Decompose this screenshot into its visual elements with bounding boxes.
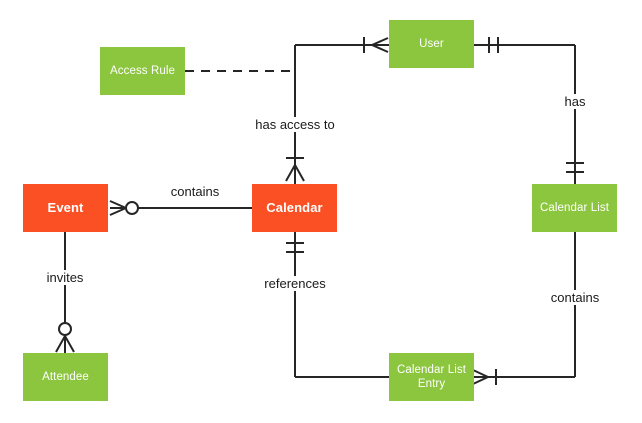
entity-event-label: Event	[47, 200, 84, 215]
cardinality-calendar-access	[285, 157, 305, 182]
entity-calendar-list-entry-label: Calendar List Entry	[396, 364, 467, 390]
relationship-label-contains-list-entry: contains	[547, 290, 603, 305]
entity-calendar-label: Calendar	[266, 200, 323, 215]
relationship-label-contains-event-calendar: contains	[167, 184, 223, 199]
entity-calendar-list-entry[interactable]: Calendar List Entry	[389, 353, 474, 401]
cardinality-user-access	[363, 37, 389, 53]
cardinality-calendar-references-one	[286, 242, 304, 253]
cardinality-attendee-zero	[58, 322, 72, 336]
relationship-label-invites: invites	[43, 270, 87, 285]
cardinality-user-has-one	[488, 37, 499, 53]
entity-access-rule-label: Access Rule	[109, 65, 175, 77]
entity-calendar[interactable]: Calendar	[252, 184, 337, 232]
entity-user-label: User	[419, 38, 444, 50]
entity-user[interactable]: User	[389, 20, 474, 68]
cardinality-attendee-many	[55, 335, 75, 353]
entity-calendar-list[interactable]: Calendar List	[532, 184, 617, 232]
relationship-label-has-access-to: has access to	[252, 117, 338, 132]
entity-access-rule[interactable]: Access Rule	[100, 47, 185, 95]
entity-event[interactable]: Event	[23, 184, 108, 232]
cardinality-calendar-list-one	[566, 162, 584, 173]
relationship-label-references: references	[261, 276, 329, 291]
cardinality-event-many	[109, 200, 127, 216]
relationship-label-has: has	[561, 94, 589, 109]
entity-calendar-list-label: Calendar List	[539, 202, 610, 214]
cardinality-list-entry-many	[472, 369, 497, 385]
entity-attendee[interactable]: Attendee	[23, 353, 108, 401]
cardinality-event-zero	[125, 201, 139, 215]
entity-attendee-label: Attendee	[42, 371, 89, 383]
